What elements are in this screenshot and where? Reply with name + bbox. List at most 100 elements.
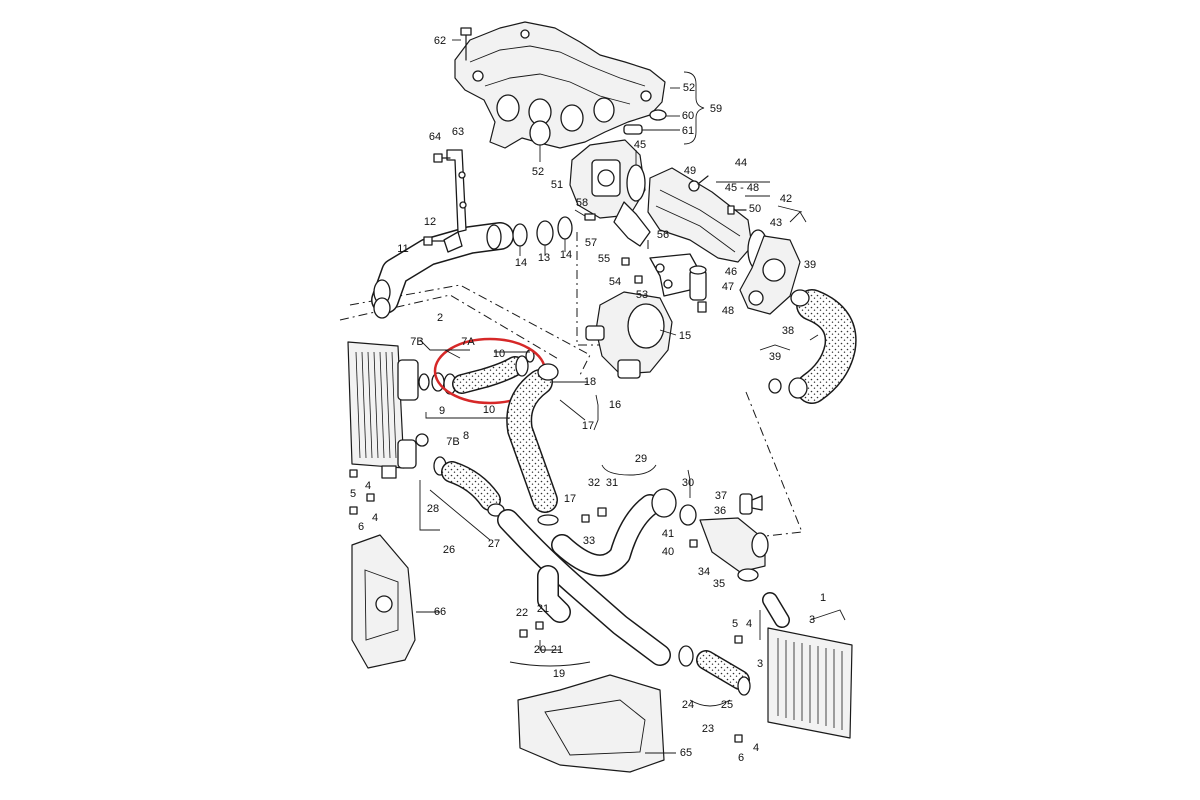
label-63: 63 [452, 126, 464, 138]
bracket-63 [446, 149, 467, 233]
bolt-12 [423, 236, 445, 246]
label-27: 27 [488, 538, 500, 550]
label-8: 8 [463, 430, 469, 442]
gasket-45 [626, 150, 646, 202]
intercooler-right-1 [767, 627, 853, 739]
label-46: 46 [725, 266, 737, 278]
label-20: 20 [534, 644, 546, 656]
label-11: 11 [397, 243, 408, 255]
label-58: 58 [576, 197, 588, 209]
connector-34 [699, 517, 769, 582]
sensor-36-37 [739, 493, 763, 515]
label-7B-bottom: 7B [446, 436, 459, 448]
label-37: 37 [715, 490, 727, 502]
hose-7A [418, 349, 535, 395]
label-6-right: 6 [738, 752, 744, 764]
label-34: 34 [698, 566, 710, 578]
bracket-lines [416, 195, 846, 754]
pipe-26 [497, 509, 671, 666]
hose-38 [768, 289, 857, 404]
label-18: 18 [584, 376, 596, 388]
actuator-15 [585, 291, 673, 379]
hose-17 [506, 363, 559, 526]
label-65: 65 [680, 747, 692, 759]
label-44: 44 [735, 157, 747, 169]
label-22: 22 [516, 607, 528, 619]
pipe-23 [678, 645, 751, 696]
label-7A: 7A [461, 336, 475, 348]
label-47: 47 [722, 281, 734, 293]
label-39-top: 39 [804, 259, 816, 271]
label-42: 42 [780, 193, 792, 205]
label-14-b: 14 [560, 249, 572, 261]
label-4-left-b: 4 [372, 512, 378, 524]
label-17-lower: 17 [564, 493, 576, 505]
gasket-52-upper [529, 120, 551, 162]
label-3-upper: 3 [809, 614, 815, 626]
assembly-line-left [349, 284, 591, 376]
label-26: 26 [443, 544, 455, 556]
label-43: 43 [770, 217, 782, 229]
egr-valve-42 [739, 211, 807, 315]
label-61: 61 [682, 125, 694, 137]
label-35: 35 [713, 578, 725, 590]
label-10-top: 10 [493, 348, 505, 360]
label-33: 33 [583, 535, 595, 547]
label-52-mid: 52 [532, 166, 544, 178]
manifold-bolt-62 [452, 27, 472, 61]
charge-air-pipe-11 [371, 222, 514, 319]
pipe-29 [551, 488, 697, 577]
sleeve-47 [689, 265, 707, 313]
throttle-body-51 [569, 139, 646, 219]
label-21-a: 21 [537, 603, 549, 615]
label-5-right: 5 [732, 618, 738, 630]
bracket-57-56 [574, 201, 651, 247]
intercooler-left-2 [347, 341, 429, 479]
label-62: 62 [434, 35, 446, 47]
label-49: 49 [684, 165, 696, 177]
label-24: 24 [682, 699, 694, 711]
label-53: 53 [636, 289, 648, 301]
label-31: 31 [606, 477, 618, 489]
label-45-top: 45 [634, 139, 646, 151]
label-40: 40 [662, 546, 674, 558]
fasteners [349, 257, 743, 743]
label-66: 66 [434, 606, 446, 618]
label-60: 60 [682, 110, 694, 122]
label-12: 12 [424, 216, 436, 228]
label-4-left-a: 4 [365, 480, 371, 492]
label-4-right-b: 4 [753, 742, 759, 754]
label-28: 28 [427, 503, 439, 515]
label-23: 23 [702, 723, 714, 735]
label-29: 29 [635, 453, 647, 465]
label-5-left: 5 [350, 488, 356, 500]
label-30: 30 [682, 477, 694, 489]
label-56: 56 [657, 229, 669, 241]
label-45-48: 45 - 48 [725, 182, 759, 194]
label-59: 59 [710, 103, 722, 115]
label-21-b: 21 [551, 644, 563, 656]
label-52-top: 52 [683, 82, 695, 94]
assembly-line-left2 [339, 294, 561, 361]
label-51: 51 [551, 179, 563, 191]
label-2: 2 [437, 312, 443, 324]
label-39-mid: 39 [769, 351, 781, 363]
label-41: 41 [662, 528, 674, 540]
pipe-35 [762, 592, 790, 628]
label-7B-top: 7B [410, 336, 423, 348]
bolt-64 [433, 153, 451, 163]
label-50: 50 [749, 203, 761, 215]
bolt-50 [727, 205, 747, 215]
label-16: 16 [609, 399, 621, 411]
clamps-13-14-upper [512, 216, 573, 256]
assembly-line-right [729, 391, 803, 541]
air-guide-66 [351, 534, 416, 669]
connecting-pipe-44 [647, 167, 770, 263]
label-32: 32 [588, 477, 600, 489]
label-19: 19 [553, 668, 565, 680]
label-4-right-a: 4 [746, 618, 752, 630]
label-48: 48 [722, 305, 734, 317]
intake-manifold [454, 21, 666, 149]
air-guide-65 [517, 674, 665, 773]
label-57: 57 [585, 237, 597, 249]
